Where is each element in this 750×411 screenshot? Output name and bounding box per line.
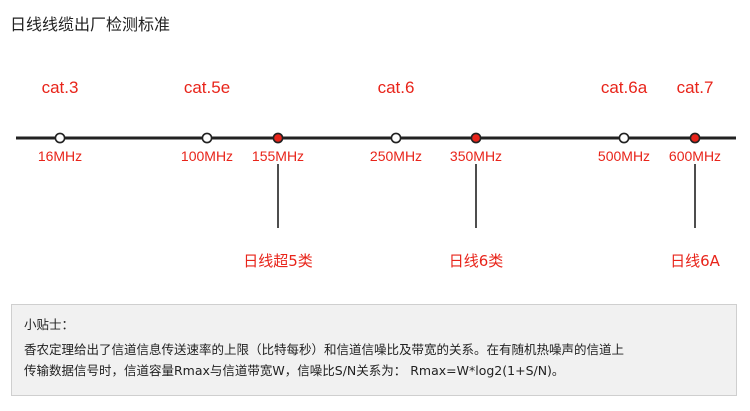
frequency-label: 250MHz (370, 148, 422, 164)
hollow-marker (390, 132, 402, 144)
product-label: 日线6A (670, 252, 721, 270)
frequency-timeline: cat.3 16MHz cat.5e 100MHz 日线超5类 155MHz cat.6 25… (16, 78, 736, 270)
category-label: cat.7 (677, 78, 714, 97)
filled-marker (470, 132, 482, 144)
tip-line-1: 香农定理给出了信道信息传送速率的上限（比特每秒）和信道信噪比及带宽的关系。在有随… (24, 342, 625, 357)
filled-marker (272, 132, 284, 144)
product-label: 日线超5类 (243, 252, 313, 270)
category-label: cat.6a (601, 78, 648, 97)
frequency-label: 350MHz (450, 148, 502, 164)
frequency-label: 100MHz (181, 148, 233, 164)
page-title: 日线线缆出厂检测标准 (10, 15, 171, 34)
product-label: 日线6类 (449, 252, 504, 270)
tip-line-2: 传输数据信号时，信道容量Rmax与信道带宽W，信噪比S/N关系为： Rmax=W… (24, 363, 565, 378)
tip-box: 小贴士： 香农定理给出了信道信息传送速率的上限（比特每秒）和信道信噪比及带宽的关… (11, 304, 737, 396)
frequency-label: 155MHz (252, 148, 304, 164)
hollow-marker (201, 132, 213, 144)
tip-title: 小贴士： (24, 317, 75, 332)
category-label: cat.6 (378, 78, 415, 97)
hollow-marker (54, 132, 66, 144)
frequency-label: 600MHz (669, 148, 721, 164)
category-label: cat.5e (184, 78, 230, 97)
filled-marker (689, 132, 701, 144)
hollow-marker (618, 132, 630, 144)
frequency-label: 500MHz (598, 148, 650, 164)
category-label: cat.3 (42, 78, 79, 97)
frequency-label: 16MHz (38, 148, 82, 164)
